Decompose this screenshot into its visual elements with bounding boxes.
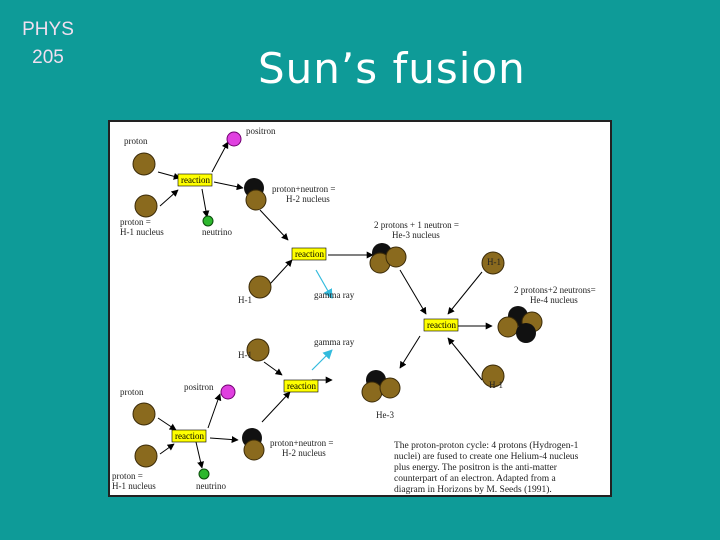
particles — [132, 131, 543, 480]
arrow-proton-h1-to-reaction-5 — [159, 443, 175, 455]
proton-particle — [361, 381, 383, 403]
proton-particle — [132, 402, 156, 426]
label-proton-bottom: proton — [120, 387, 144, 397]
arrow-h1-to-reaction-2 — [269, 259, 293, 285]
label-gamma-ray-2: gamma ray — [314, 337, 355, 347]
arrow-proton-to-reaction-5 — [157, 417, 177, 431]
reaction-box-2 — [291, 247, 327, 261]
proton-particle — [132, 152, 156, 176]
arrow-reaction-3-to-he3-bottom — [399, 335, 421, 369]
label-h1-left-mid: H-1 — [238, 295, 252, 305]
proton-particle — [245, 189, 267, 211]
arrow-reaction-5-to-positron — [207, 393, 222, 429]
caption-line-3: plus energy. The positron is the anti-ma… — [394, 463, 558, 473]
fusion-diagram-panel: reaction reaction reaction reaction reac… — [108, 120, 612, 497]
arrow-h1-to-reaction-4 — [263, 361, 283, 376]
slide-title: Sun’s fusion — [258, 44, 526, 93]
proton-particle — [243, 439, 265, 461]
label-h1-left-low: H-1 — [238, 350, 252, 360]
arrow-h2-to-reaction-4 — [261, 391, 291, 423]
neutrino-particle — [202, 215, 214, 227]
label-positron-top: positron — [246, 126, 276, 136]
proton-particle — [134, 194, 158, 218]
arrow-reaction-1-to-neutrino — [201, 188, 210, 218]
reaction-label-5: reaction — [175, 431, 204, 441]
proton-particle — [385, 246, 407, 268]
proton-particle — [497, 316, 519, 338]
arrow-proton-to-reaction-1 — [157, 171, 181, 180]
label-proton-h1-line1: proton = — [120, 217, 151, 227]
label-he4-line1: 2 protons+2 neutrons= — [514, 285, 596, 295]
arrow-he3-to-reaction-3 — [399, 269, 427, 315]
reaction-label-4: reaction — [287, 381, 316, 391]
caption-line-1: The proton-proton cycle: 4 protons (Hydr… — [394, 440, 579, 451]
arrow-reaction-1-to-h2 — [213, 181, 244, 191]
course-subject: PHYS — [22, 19, 74, 40]
label-positron-bottom: positron — [184, 382, 214, 392]
label-he3-bottom: He-3 — [376, 410, 394, 420]
reaction-box-5 — [171, 429, 207, 443]
reaction-box-3 — [423, 318, 459, 332]
label-proton-top: proton — [124, 136, 148, 146]
reaction-box-4 — [283, 379, 319, 393]
gamma-ray-arrow-2 — [311, 349, 333, 371]
label-h1-right-low: H-1 — [489, 380, 503, 390]
label-h2-bottom-line2: H-2 nucleus — [282, 448, 326, 458]
arrow-proton-h1-to-reaction-1 — [159, 189, 179, 207]
arrow-h1-to-reaction-3 — [447, 271, 483, 315]
diagram-labels: proton positron proton+neutron = H-2 nuc… — [112, 126, 596, 491]
proton-particle — [248, 275, 272, 299]
caption-line-5: diagram in Horizons by M. Seeds (1991). — [394, 484, 552, 495]
arrow-reaction-5-to-neutrino — [195, 441, 204, 469]
label-proton-h1-bottom-line2: H-1 nucleus — [112, 481, 156, 491]
label-he4-line2: He-4 nucleus — [530, 295, 578, 305]
reaction-arrows — [157, 141, 493, 469]
proton-particle — [134, 444, 158, 468]
label-gamma-ray-1: gamma ray — [314, 290, 355, 300]
arrow-reaction-5-to-h2 — [209, 436, 239, 444]
reaction-label-3: reaction — [427, 320, 456, 330]
course-code: PHYS 205 — [0, 16, 96, 72]
label-h2-bottom-line1: proton+neutron = — [270, 438, 333, 448]
label-proton-h1-line2: H-1 nucleus — [120, 227, 164, 237]
label-proton-h1-bottom-line1: proton = — [112, 471, 143, 481]
label-neutrino-bottom: neutrino — [196, 481, 226, 491]
label-h2-top-line1: proton+neutron = — [272, 184, 335, 194]
course-number: 205 — [32, 47, 64, 68]
arrow-h1-low-to-reaction-3 — [447, 337, 483, 381]
positron-particle — [226, 131, 242, 147]
label-h2-top-line2: H-2 nucleus — [286, 194, 330, 204]
proton-particle — [481, 251, 505, 275]
caption-line-2: nuclei) are fused to create one Helium-4… — [394, 451, 579, 462]
label-he3-top-line2: He-3 nucleus — [392, 230, 440, 240]
caption-line-4: counterpart of an electron. Adapted from… — [394, 473, 556, 484]
arrow-h2-to-reaction-2 — [259, 209, 289, 241]
gamma-ray-arrow-1 — [315, 269, 333, 299]
arrow-reaction-1-to-positron — [211, 141, 229, 173]
diagram-caption: The proton-proton cycle: 4 protons (Hydr… — [394, 440, 579, 495]
proton-particle — [379, 377, 401, 399]
reaction-label-2: reaction — [295, 249, 324, 259]
neutrino-particle — [198, 468, 210, 480]
reaction-label-1: reaction — [181, 175, 210, 185]
proton-particle — [246, 338, 270, 362]
label-h1-right-top: H-1 — [487, 257, 501, 267]
proton-proton-cycle-diagram: reaction reaction reaction reaction reac… — [112, 126, 596, 495]
reaction-box-1 — [177, 173, 213, 187]
neutron-particle — [516, 323, 536, 343]
reaction-boxes: reaction reaction reaction reaction reac… — [171, 173, 459, 443]
proton-particle — [481, 364, 505, 388]
positron-particle — [220, 384, 236, 400]
label-neutrino-top: neutrino — [202, 227, 232, 237]
label-he3-top-line1: 2 protons + 1 neutron = — [374, 220, 459, 230]
